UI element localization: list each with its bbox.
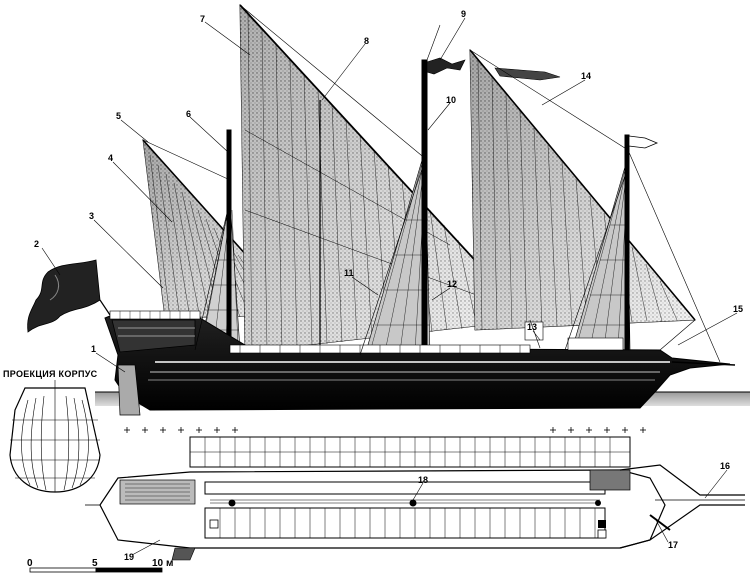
scale-bar: 0 5 10 м	[27, 558, 173, 573]
callout-5: 5	[116, 111, 121, 121]
scale-label-0: 0	[27, 558, 33, 569]
callout-11: 11	[344, 268, 354, 278]
scale-label-10: 10	[152, 558, 164, 569]
callout-15: 15	[733, 304, 743, 314]
callout-1: 1	[91, 344, 96, 354]
callout-9: 9	[461, 9, 466, 19]
callout-2: 2	[34, 239, 39, 249]
callout-7: 7	[200, 14, 205, 24]
callout-6: 6	[186, 109, 191, 119]
callout-8: 8	[364, 36, 369, 46]
callout-numbers: 1 2 3 4 5 6 7 8 9 10 11 12 13 14 15 16 1…	[34, 9, 743, 562]
fore-sail	[469, 48, 696, 331]
callout-18: 18	[418, 475, 428, 485]
callout-4: 4	[108, 153, 113, 163]
deck-plan	[85, 436, 745, 561]
hull-cross-section	[9, 380, 101, 493]
hull-projection-caption: ПРОЕКЦИЯ КОРПУС	[3, 369, 98, 379]
callout-17: 17	[668, 540, 678, 550]
callout-19: 19	[124, 552, 134, 562]
scale-label-unit: м	[166, 558, 173, 569]
scale-label-5: 5	[92, 558, 98, 569]
callout-3: 3	[89, 211, 94, 221]
callout-16: 16	[720, 461, 730, 471]
callout-12: 12	[447, 279, 457, 289]
reference-marks	[124, 427, 646, 433]
callout-10: 10	[446, 95, 456, 105]
callout-14: 14	[581, 71, 591, 81]
pennants	[27, 57, 659, 333]
callout-13: 13	[527, 322, 537, 332]
main-sail	[239, 3, 531, 353]
hull-side-view	[104, 4, 736, 416]
leader-lines	[41, 17, 738, 556]
